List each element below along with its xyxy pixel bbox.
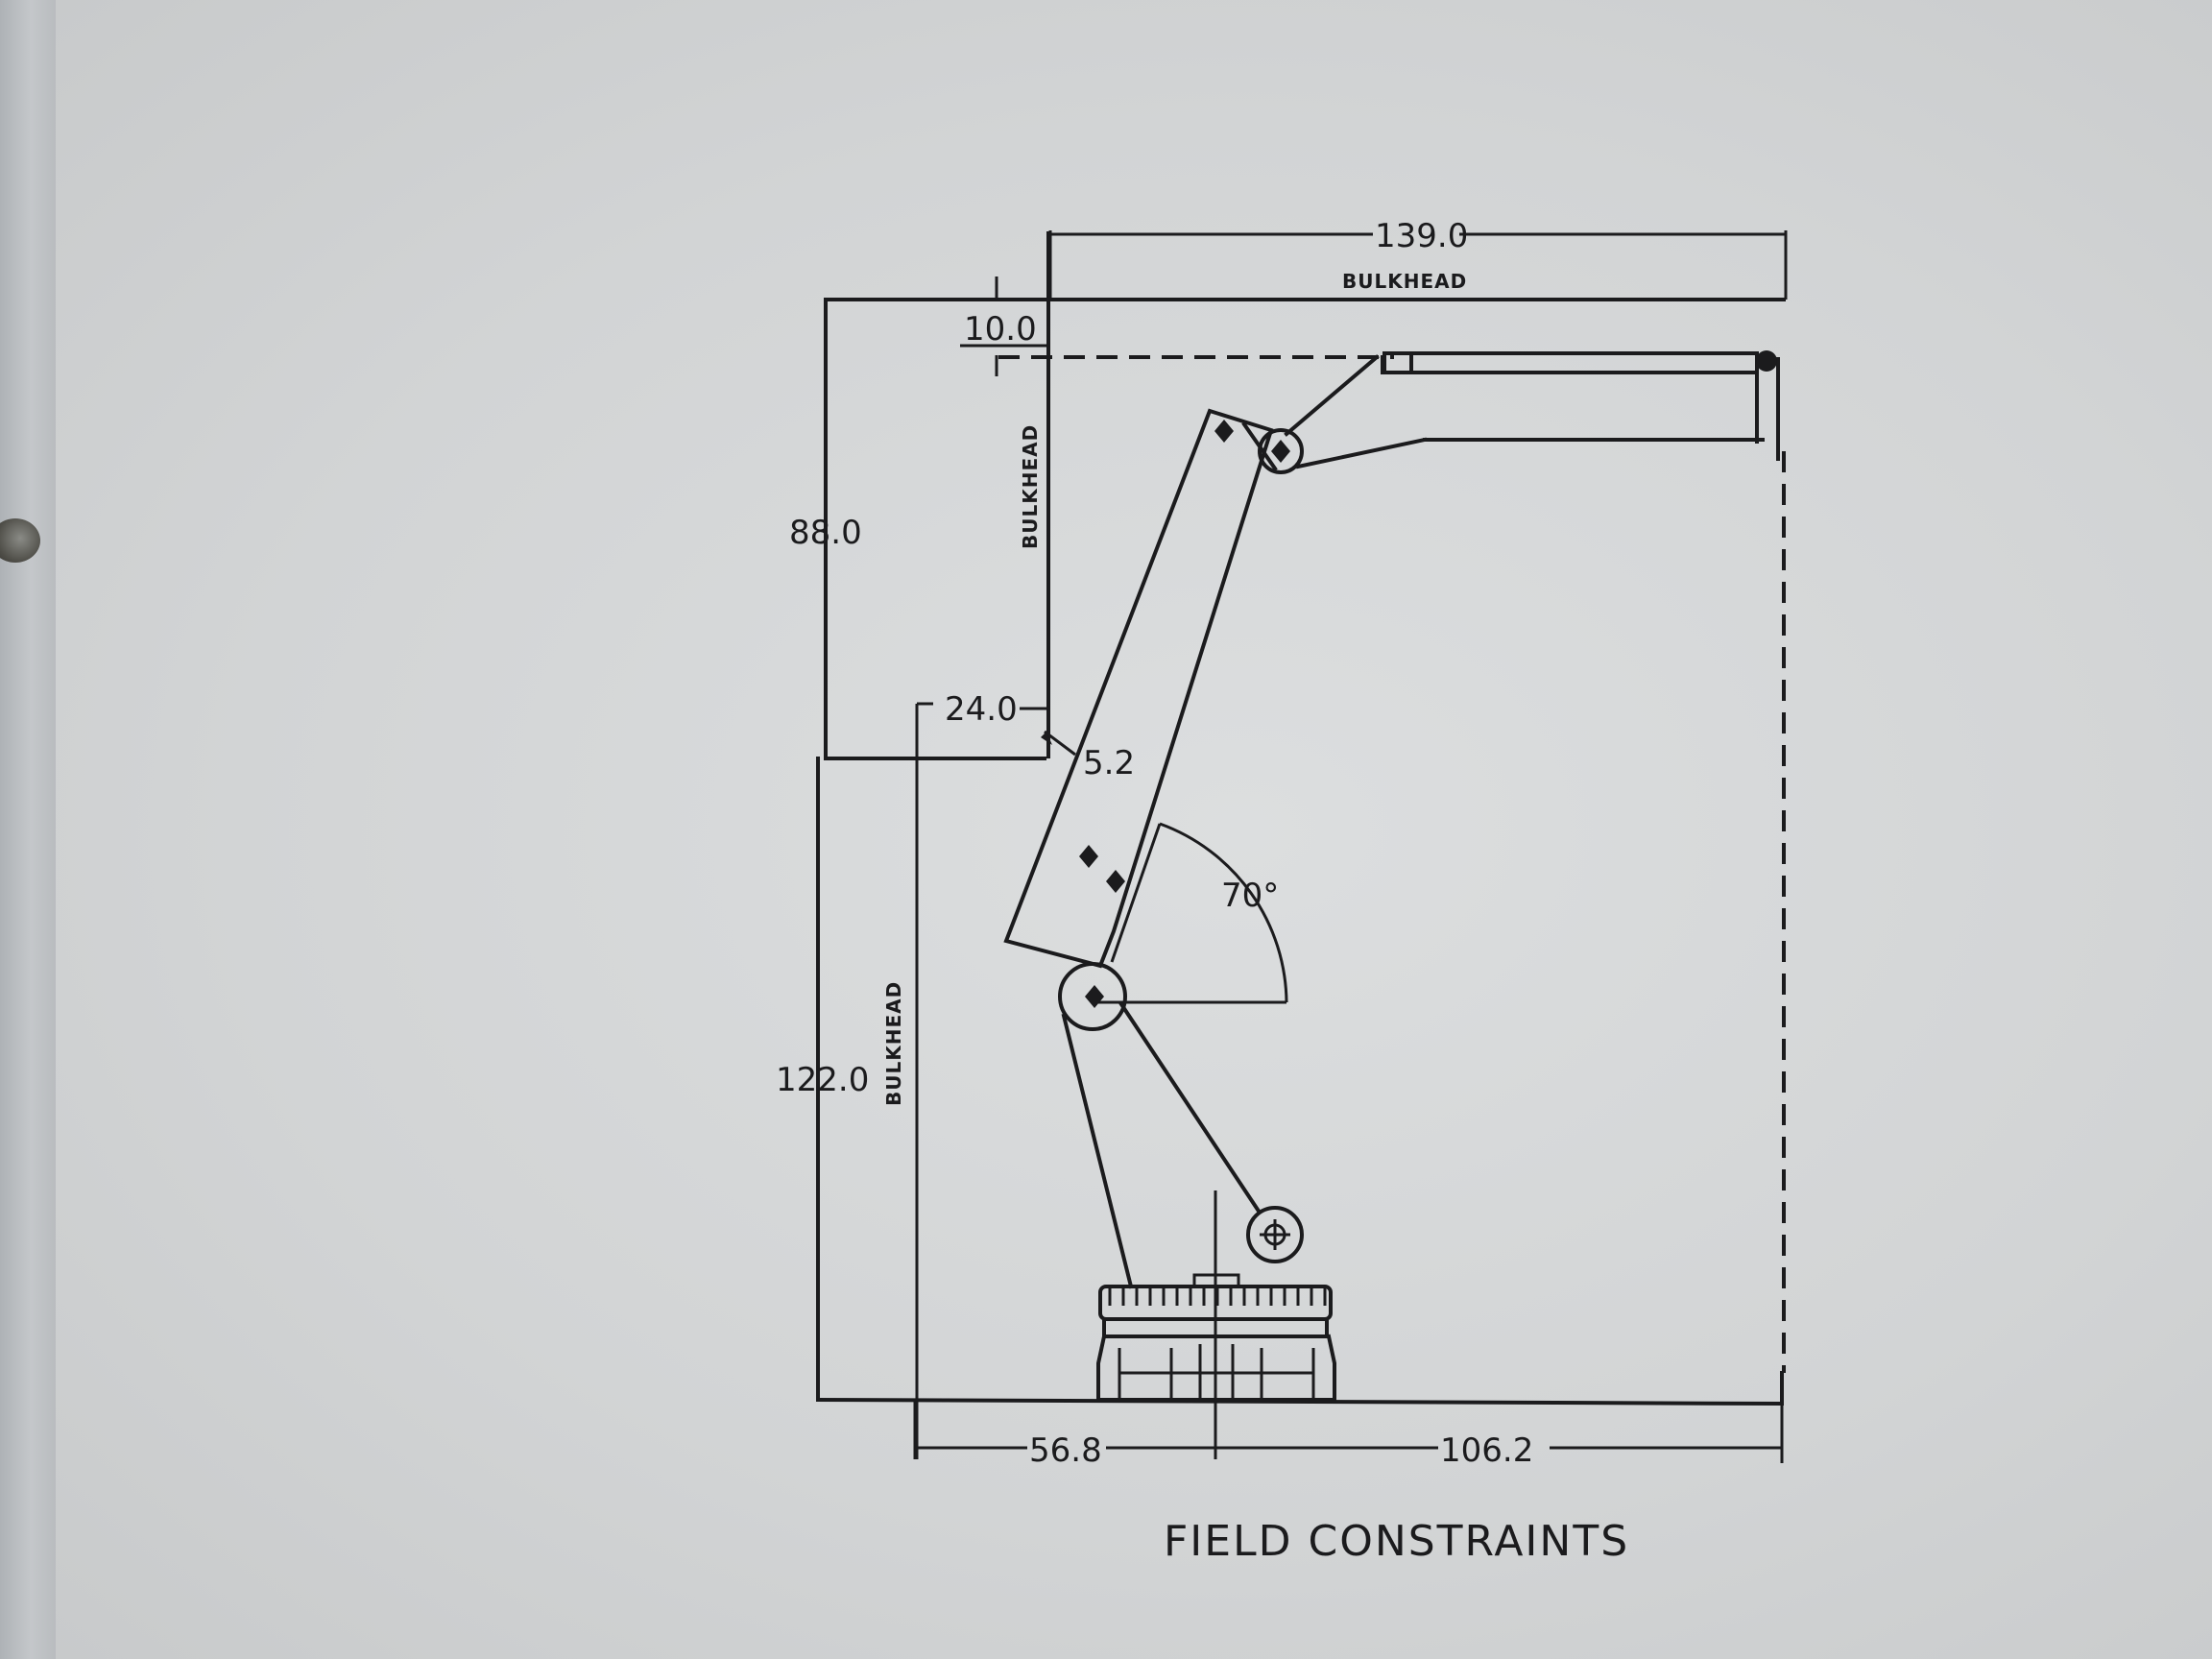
- joint-upper-icon: [1214, 420, 1234, 443]
- dimension-top-offset-label: 10.0: [964, 310, 1037, 349]
- drawing-sheet: [56, 0, 2212, 1659]
- gear-teeth: [1108, 1286, 1327, 1306]
- angle-label: 70°: [1221, 877, 1279, 915]
- dimension-step-gap-label: 5.2: [1083, 744, 1135, 782]
- joint-elbow-icon: [1271, 440, 1290, 463]
- dimension-step-gap: 5.2: [1041, 730, 1135, 782]
- joint-mid1-icon: [1079, 845, 1098, 868]
- angle-indicator: 70°: [1094, 822, 1288, 1004]
- dimension-step-width: 24.0: [945, 690, 1046, 729]
- dimension-base-right-label: 106.2: [1440, 1431, 1533, 1470]
- lower-bulkhead-line: [915, 702, 933, 1459]
- dimension-step-width-label: 24.0: [945, 690, 1018, 729]
- dimension-lower-height: 122.0: [776, 1061, 869, 1099]
- dimension-overall-width-label: 139.0: [1375, 217, 1468, 255]
- binder-ring-icon: [0, 518, 40, 563]
- dimension-lower-height-label: 122.0: [776, 1061, 869, 1099]
- upper-arm: [1003, 350, 1780, 969]
- dimension-base: 56.8 106.2: [913, 1190, 1784, 1470]
- drawing-caption: FIELD CONSTRAINTS: [1164, 1517, 1629, 1566]
- sheet-edge: [0, 0, 56, 1659]
- dimension-upper-height: 88.0: [789, 514, 862, 552]
- bulkhead-upper-label: BULKHEAD: [1019, 424, 1042, 549]
- dimension-upper-height-label: 88.0: [789, 514, 862, 552]
- pivot-icon: [1085, 985, 1104, 1008]
- dimension-base-left-label: 56.8: [1029, 1431, 1102, 1470]
- envelope-outline: [815, 231, 1786, 1407]
- bulkhead-top-label: BULKHEAD: [1342, 270, 1467, 293]
- base-assembly: [1058, 962, 1336, 1402]
- joint-markers: [1079, 420, 1290, 893]
- joint-mid2-icon: [1106, 870, 1125, 893]
- dimension-top-offset: 10.0: [960, 276, 1046, 376]
- dimension-overall-width: 139.0: [1048, 217, 1788, 300]
- bulkhead-lower-label: BULKHEAD: [882, 981, 905, 1106]
